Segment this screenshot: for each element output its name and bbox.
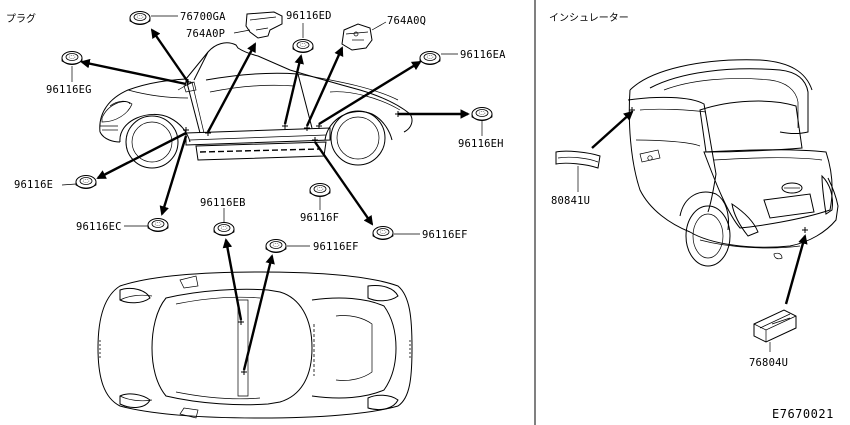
arrows-rear-view: [591, 110, 808, 305]
label-764A0Q: 764A0Q: [387, 15, 426, 27]
part-764A0Q-bracket: [341, 21, 387, 51]
plug-96116E-icon: [75, 175, 97, 189]
label-96116EA: 96116EA: [460, 49, 506, 61]
label-80841U: 80841U: [551, 195, 590, 207]
plug-96116ED-icon: [292, 39, 314, 53]
label-76804U: 76804U: [749, 357, 788, 369]
label-96116EF-b: 96116EF: [313, 241, 359, 253]
part-764A0P-bracket: [233, 11, 283, 39]
part-80841U-insulator: [555, 150, 601, 192]
label-96116EF-a: 96116EF: [422, 229, 468, 241]
plug-96116EG-icon: [61, 51, 83, 65]
label-96116ED: 96116ED: [286, 10, 332, 22]
diagram-reference: E7670021: [772, 407, 834, 421]
arrows-side-view: [80, 28, 470, 226]
car-side-view: [99, 42, 413, 169]
plug-96116F-icon: [309, 183, 331, 197]
label-764A0P: 764A0P: [186, 28, 225, 40]
plug-96116EC-icon: [147, 218, 169, 232]
section-title-insulators: インシュレーター: [549, 12, 629, 24]
label-96116EG: 96116EG: [46, 84, 92, 96]
part-76804U-insulator: [753, 309, 797, 352]
plug-96116EA-icon: [419, 51, 441, 65]
label-96116EB: 96116EB: [200, 197, 246, 209]
car-rear-view: [627, 59, 839, 267]
label-96116F: 96116F: [300, 212, 339, 224]
plug-96116EF-b-icon: [265, 239, 287, 253]
plug-96116EF-a-icon: [372, 226, 394, 240]
label-76700GA: 76700GA: [180, 11, 226, 23]
section-title-plugs: プラグ: [6, 12, 36, 25]
plug-96116EB-icon: [213, 222, 235, 236]
car-top-view: [97, 271, 413, 419]
plug-76700GA-icon: [129, 11, 151, 25]
label-96116EC: 96116EC: [76, 221, 122, 233]
arrows-top-view: [222, 238, 275, 371]
plug-96116EH-icon: [471, 107, 493, 121]
label-96116E: 96116E: [14, 179, 53, 191]
label-96116EH: 96116EH: [458, 138, 504, 150]
